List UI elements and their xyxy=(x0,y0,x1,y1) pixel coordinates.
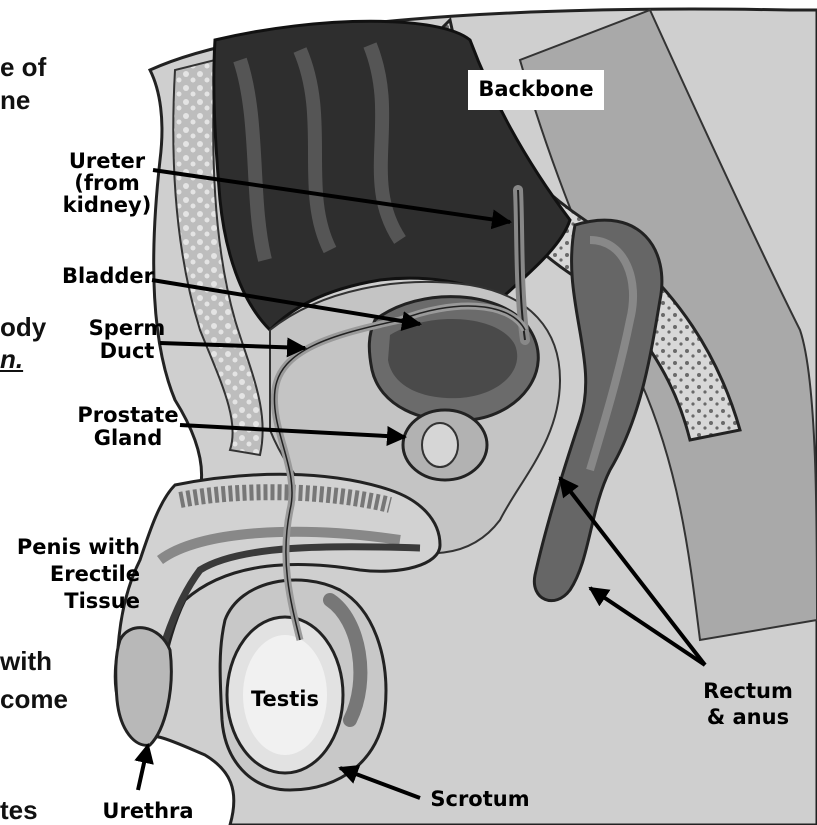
label-prostate-line1: Prostate xyxy=(76,404,180,427)
label-rectum-line2: & anus xyxy=(696,704,800,730)
label-rectum: Rectum & anus xyxy=(696,678,800,730)
clipped-text-7: tes xyxy=(0,795,38,825)
label-prostate-gland: Prostate Gland xyxy=(76,404,180,450)
label-bladder: Bladder xyxy=(60,265,156,288)
label-backbone: Backbone xyxy=(474,78,598,101)
label-penis: Penis with Erectile Tissue xyxy=(0,534,140,615)
label-sperm-duct-line2: Duct xyxy=(86,340,168,363)
label-prostate-line2: Gland xyxy=(76,427,180,450)
label-ureter: Ureter (from kidney) xyxy=(52,150,162,216)
label-urethra: Urethra xyxy=(100,800,196,823)
clipped-text-1: e of xyxy=(0,52,46,82)
label-penis-line3: Tissue xyxy=(0,588,140,615)
clipped-text-2: ne xyxy=(0,85,30,115)
label-ureter-line1: Ureter xyxy=(52,150,162,172)
label-sperm-duct-line1: Sperm xyxy=(86,317,168,340)
label-testis: Testis xyxy=(245,688,325,711)
label-sperm-duct: Sperm Duct xyxy=(86,317,168,363)
label-ureter-line3: kidney) xyxy=(52,194,162,216)
label-penis-line2: Erectile xyxy=(0,561,140,588)
clipped-text-3: ody xyxy=(0,312,46,342)
label-penis-line1: Penis with xyxy=(0,534,140,561)
clipped-text-5: with xyxy=(0,646,52,676)
clipped-text-4: n. xyxy=(0,344,23,374)
label-ureter-line2: (from xyxy=(52,172,162,194)
clipped-text-6: come xyxy=(0,684,68,714)
label-scrotum: Scrotum xyxy=(428,788,532,811)
label-rectum-line1: Rectum xyxy=(696,678,800,704)
